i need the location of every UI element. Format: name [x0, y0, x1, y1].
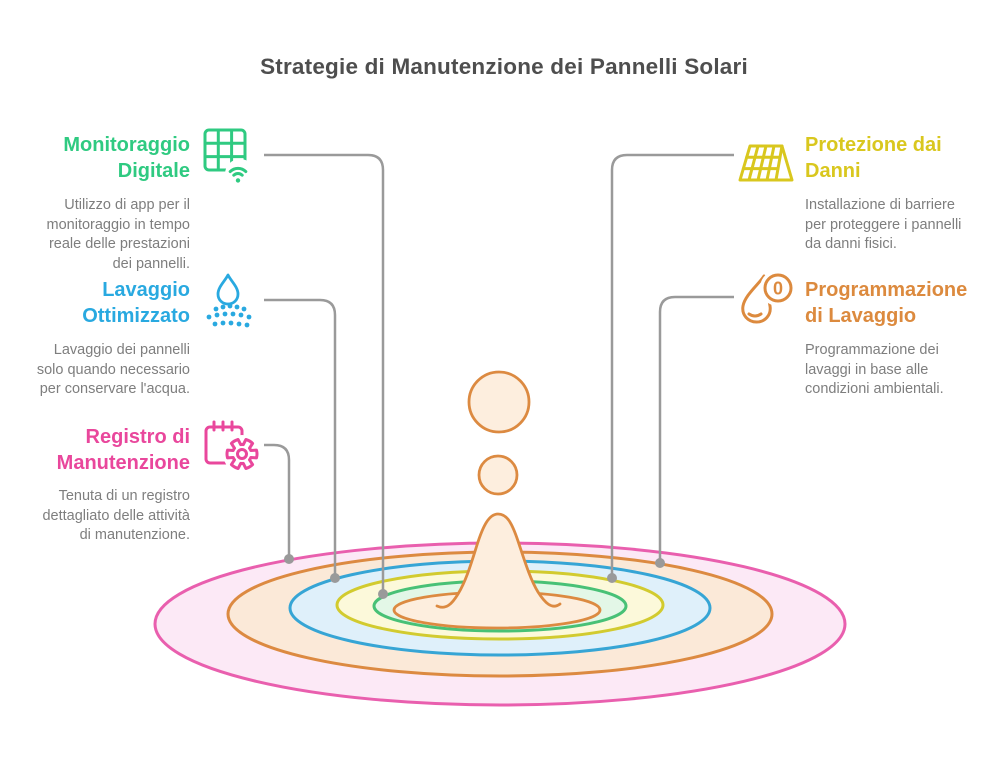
heading-registro-di-manutenzione: Registro di Manutenzione: [56, 426, 190, 474]
solar-panel-wifi-icon: [203, 127, 259, 185]
connector-line-monitoraggio: [264, 153, 385, 594]
connector-lines: [264, 153, 734, 594]
droplet-small: [477, 454, 519, 496]
splash-column: [435, 512, 562, 609]
page-title: Strategie di Manutenzione dei Pannelli S…: [260, 54, 748, 79]
description-monitoraggio-digitale: Utilizzo di app per il monitoraggio in t…: [46, 197, 190, 272]
droplet-large: [467, 370, 531, 434]
connector-line-lavaggio: [264, 298, 337, 578]
splash-group: [435, 370, 562, 626]
tilted-solar-panel-icon: [736, 138, 798, 186]
description-lavaggio-ottimizzato: Lavaggio dei pannelli solo quando necess…: [36, 342, 190, 397]
description-programmazione-di-lavaggio: Programmazione dei lavaggi in base alle …: [805, 342, 944, 397]
connector-dot-monitoraggio: [378, 589, 388, 599]
heading-programmazione-di-lavaggio: Programmazione di Lavaggio: [805, 279, 968, 327]
connector-line-protezione: [610, 153, 734, 578]
description-registro-di-manutenzione: Tenuta di un registro dettagliato delle …: [42, 488, 190, 543]
connector-dot-lavaggio: [330, 573, 340, 583]
connector-line-programmazione: [658, 295, 734, 563]
connector-dot-programmazione: [655, 558, 665, 568]
heading-protezione-dai-danni: Protezione dai Danni: [805, 134, 942, 182]
water-drop-timer-icon: 0: [736, 268, 794, 330]
splash-column-fill: [437, 514, 560, 626]
description-protezione-dai-danni: Installazione di barriere per proteggere…: [805, 197, 962, 252]
calendar-gear-icon: [200, 417, 262, 475]
connector-dots: [284, 554, 665, 599]
heading-monitoraggio-digitale: Monitoraggio Digitale: [63, 134, 190, 182]
connector-dot-protezione: [607, 573, 617, 583]
connector-line-registro: [264, 443, 291, 559]
connector-dot-registro: [284, 554, 294, 564]
heading-lavaggio-ottimizzato: Lavaggio Ottimizzato: [82, 279, 190, 327]
timer-zero-label: 0: [773, 279, 783, 299]
water-drop-spray-icon: [202, 272, 262, 334]
